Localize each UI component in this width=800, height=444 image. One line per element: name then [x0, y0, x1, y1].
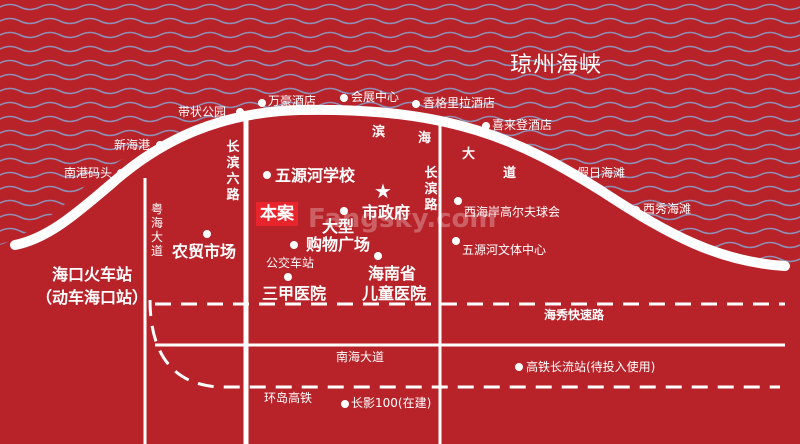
poi-mall-line2: 购物广场 — [306, 235, 371, 254]
coastline — [10, 104, 790, 271]
poi-bus-station: 公交车站 — [266, 256, 315, 270]
road-label-nanhai-avenue: 南海大道 — [336, 350, 385, 364]
road-label-binhai-2: 海 — [418, 131, 432, 146]
poi-city-hall: 市政府 — [362, 203, 411, 222]
project-badge: 本案 — [256, 202, 298, 226]
poi-dot — [340, 207, 348, 215]
poi-xinhai-port: 新海港 — [114, 138, 151, 152]
road-label-changbin: 长滨路 — [424, 166, 438, 213]
poi-holiday-beach: 假日海滩 — [577, 166, 626, 180]
poi-dot — [566, 169, 574, 177]
road-label-yuehai: 粤海大道 — [150, 202, 163, 258]
poi-wuyuanhe-culture: 五源河文体中心 — [462, 243, 547, 257]
sea-label: 琼州海峡 — [510, 53, 603, 78]
poi-children-hospital-line2: 儿童医院 — [362, 284, 427, 303]
poi-mall-line1: 大型 — [322, 217, 355, 236]
poi-dot — [632, 206, 640, 214]
road-label-changbin6: 长滨六路 — [226, 140, 240, 203]
poi-dot — [515, 363, 523, 371]
road-label-binhai-1: 滨 — [372, 125, 386, 140]
poi-dot — [452, 237, 460, 245]
road-label-binhai-3: 大 — [462, 147, 476, 162]
poi-dot — [454, 197, 462, 205]
poi-hospital-3a: 三甲医院 — [262, 284, 327, 303]
poi-dot — [374, 252, 382, 260]
star-icon: ★ — [374, 179, 392, 203]
poi-changying: 长影100(在建) — [351, 396, 432, 410]
poi-nangang-pier: 南港码头 — [64, 166, 113, 180]
poi-shangri-la: 香格里拉酒店 — [423, 96, 496, 110]
poi-haikou-station-line2: （动车海口站） — [36, 288, 149, 307]
poi-dot — [482, 122, 490, 130]
watermark: Fangsky.com — [308, 204, 497, 234]
poi-dot — [341, 400, 349, 408]
poi-dot — [290, 241, 298, 249]
poi-wanhao-hotel: 万豪酒店 — [268, 94, 317, 108]
poi-children-hospital-line1: 海南省 — [368, 264, 417, 283]
poi-dot — [258, 99, 266, 107]
poi-changliu-station: 高铁长流站(待投入使用) — [526, 360, 656, 374]
poi-dot — [156, 141, 164, 149]
poi-dot — [263, 171, 271, 179]
poi-farm-market: 农贸市场 — [172, 242, 237, 261]
poi-xihai-golf: 西海岸高尔夫球会 — [464, 205, 561, 219]
poi-convention-center: 会展中心 — [351, 90, 400, 104]
poi-dot — [340, 94, 348, 102]
poi-dot — [412, 100, 420, 108]
poi-daizhuang-park: 带状公园 — [178, 105, 227, 119]
poi-xilaideng: 喜来登酒店 — [492, 118, 553, 132]
road-label-ring-island-rail: 环岛高铁 — [264, 391, 313, 405]
road-label-haixiu-expressway: 海秀快速路 — [544, 308, 605, 322]
poi-dot — [236, 108, 244, 116]
poi-dot — [284, 273, 292, 281]
poi-xixiu-beach: 西秀海滩 — [643, 202, 692, 216]
poi-dot — [203, 230, 211, 238]
poi-haikou-station-line1: 海口火车站 — [52, 265, 133, 284]
poi-wuyuanhe-school: 五源河学校 — [275, 166, 356, 185]
road-label-binhai-4: 道 — [503, 166, 517, 181]
poi-dot — [117, 169, 125, 177]
